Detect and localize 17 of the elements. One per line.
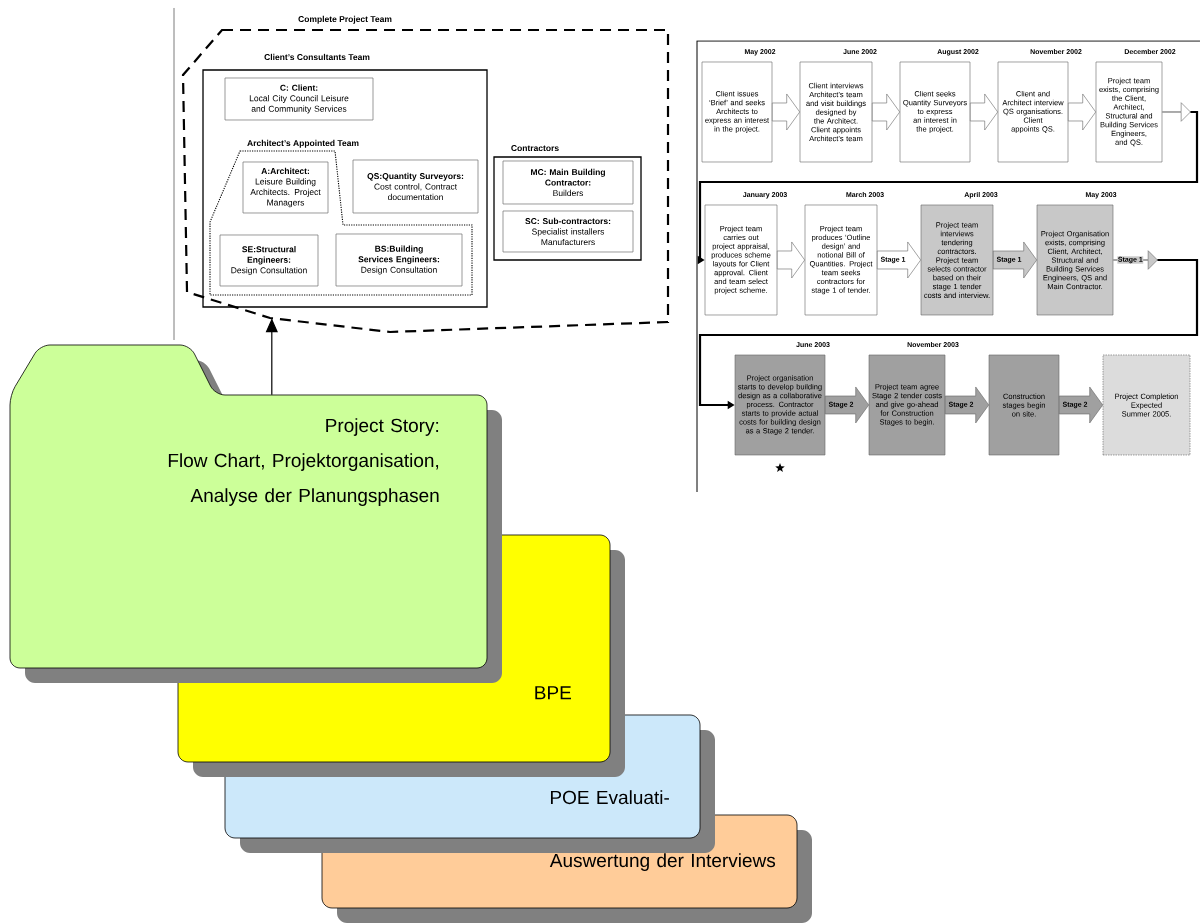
node-label: Complete Project Team [298,15,392,24]
block-arrow [772,93,800,131]
role-box: SC: Sub-contractors: Specialist installers Manufacturers [502,210,634,253]
role-box: BS:Building Services Engineers: Design Consultation [335,233,463,287]
role-box: C: Client: Local City Council Leisure and Community Services [224,77,374,121]
role-box: A:Architect: Leisure Building Architects. Project Managers [242,161,329,214]
node-label: Contractors [511,145,559,152]
block-arrow [872,93,900,131]
block-arrow [1068,93,1096,131]
node-label: Architect’s Appointed Team [247,139,359,148]
role-box: QS:Quantity Surveyors: Cost control, Contract documentation [352,159,479,214]
node-label: Client’s Consultants Team [264,53,370,61]
block-arrow [777,241,805,279]
folder: Project Story: Flow Chart, Projektorganisation, Analyse der Planungsphasen [9,344,502,683]
role-box: SE:Structural Engineers: Design Consultation [219,234,319,287]
block-arrow [970,93,998,131]
role-box: MC: Main Building Contractor: Builders [502,160,634,205]
